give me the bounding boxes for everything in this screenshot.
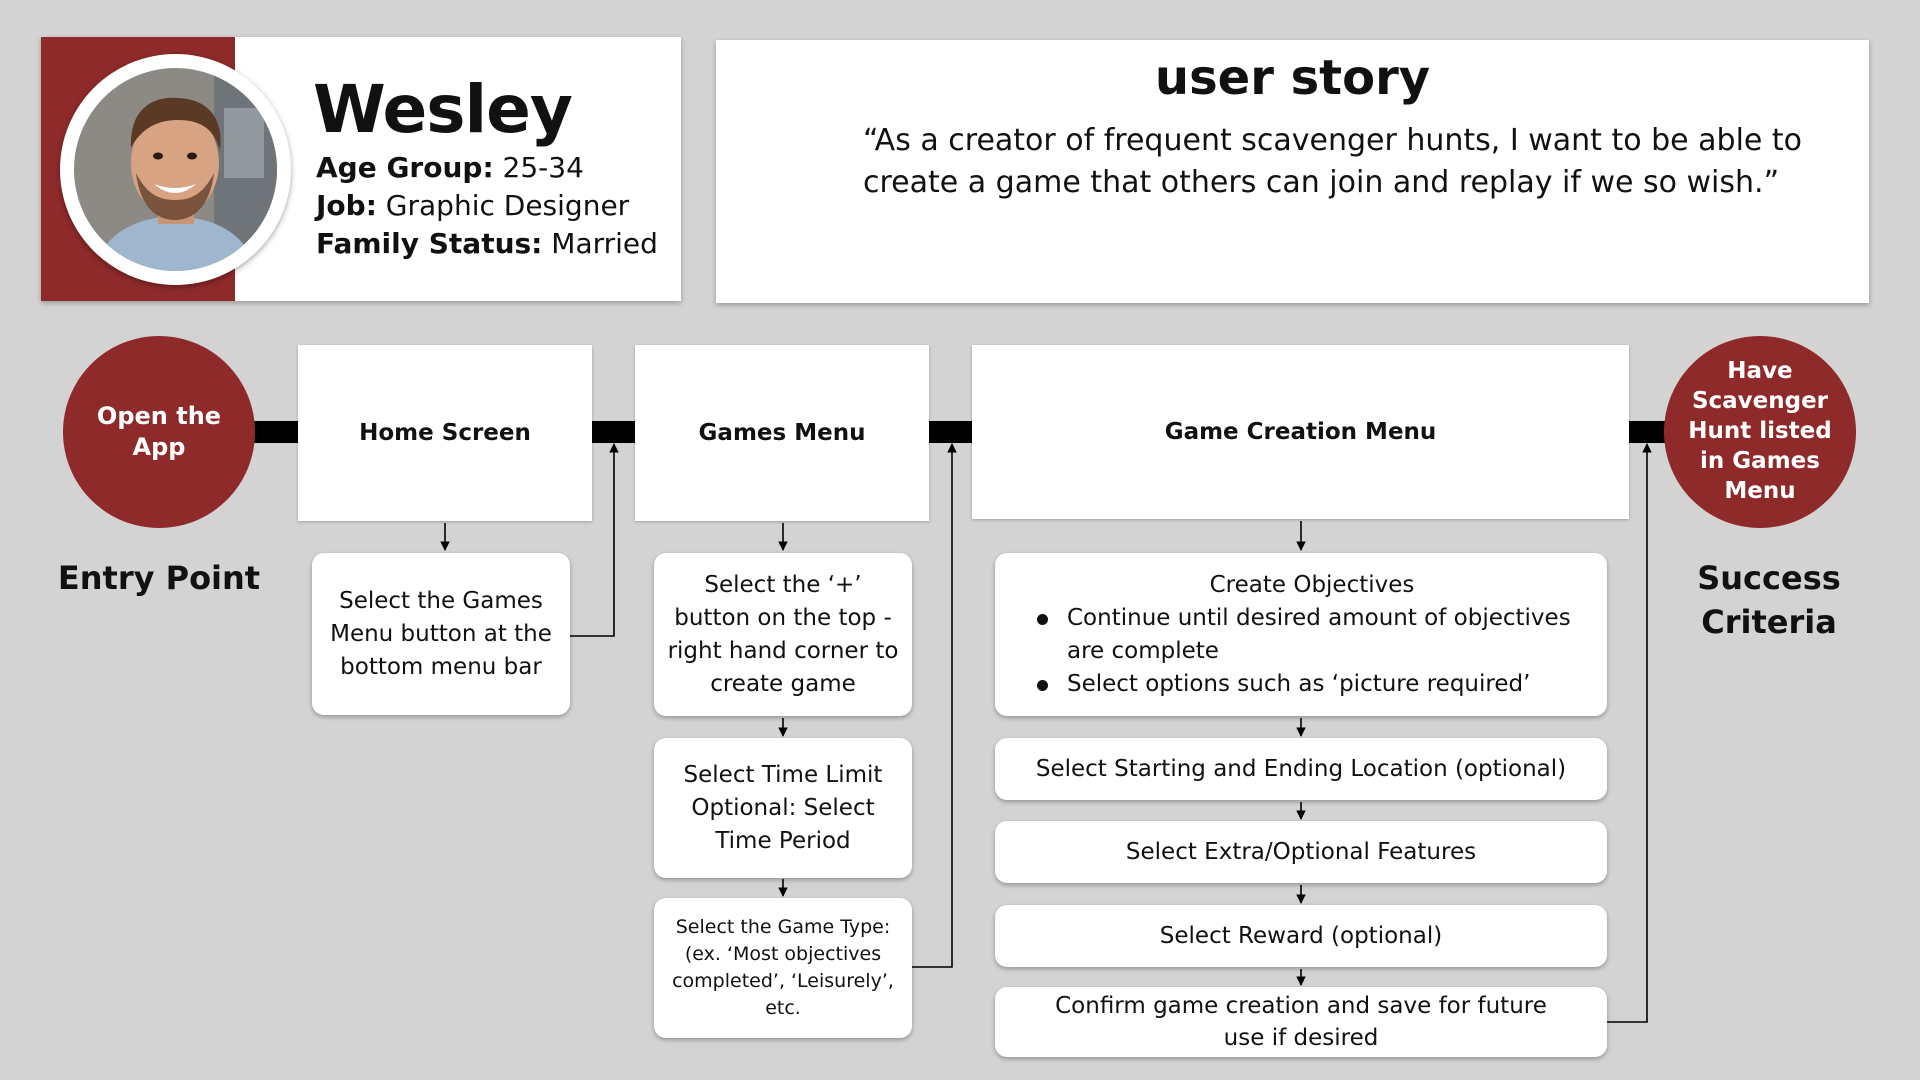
step-select-games-menu: Select the Games Menu button at the bott… — [312, 553, 570, 715]
avatar-photo — [74, 68, 277, 271]
persona-age: Age Group: 25-34 — [316, 151, 584, 184]
connector-bar — [928, 421, 973, 443]
step-select-game-type: Select the Game Type: (ex. ‘Most objecti… — [654, 898, 912, 1038]
user-story-card: user story “As a creator of frequent sca… — [716, 40, 1869, 303]
stage-home-screen: Home Screen — [298, 345, 592, 521]
step-select-extra-features: Select Extra/Optional Features — [995, 821, 1607, 883]
step-confirm-game-creation: Confirm game creation and save for futur… — [995, 987, 1607, 1057]
objectives-bullet: Continue until desired amount of objecti… — [1037, 602, 1587, 668]
success-criteria-circle: Have Scavenger Hunt listed in Games Menu — [1664, 336, 1856, 528]
objectives-title: Create Objectives — [1209, 572, 1415, 598]
persona-family-status: Family Status: Married — [316, 227, 658, 260]
objectives-bullet: Select options such as ‘picture required… — [1037, 668, 1587, 701]
connector-bar — [591, 421, 635, 443]
user-story-title: user story — [1154, 50, 1431, 106]
entry-point-caption: Entry Point — [57, 559, 261, 597]
connector-bar — [254, 421, 300, 443]
stage-game-creation-menu: Game Creation Menu — [972, 345, 1629, 519]
step-select-plus-button: Select the ‘+’ button on the top -right … — [654, 553, 912, 716]
step-select-time-limit: Select Time Limit Optional: Select Time … — [654, 738, 912, 878]
persona-card: Wesley Age Group: 25-34 Job: Graphic Des… — [41, 37, 681, 301]
persona-name: Wesley — [313, 71, 573, 148]
persona-job: Job: Graphic Designer — [316, 189, 630, 222]
step-select-location: Select Starting and Ending Location (opt… — [995, 738, 1607, 800]
step-select-reward: Select Reward (optional) — [995, 905, 1607, 967]
person-photo-icon — [74, 68, 277, 271]
step-create-objectives: Create Objectives Continue until desired… — [995, 553, 1607, 716]
user-story-quote: “As a creator of frequent scavenger hunt… — [863, 123, 1803, 200]
avatar — [60, 54, 291, 285]
stage-games-menu: Games Menu — [635, 345, 929, 521]
connector-bar — [1628, 421, 1666, 443]
